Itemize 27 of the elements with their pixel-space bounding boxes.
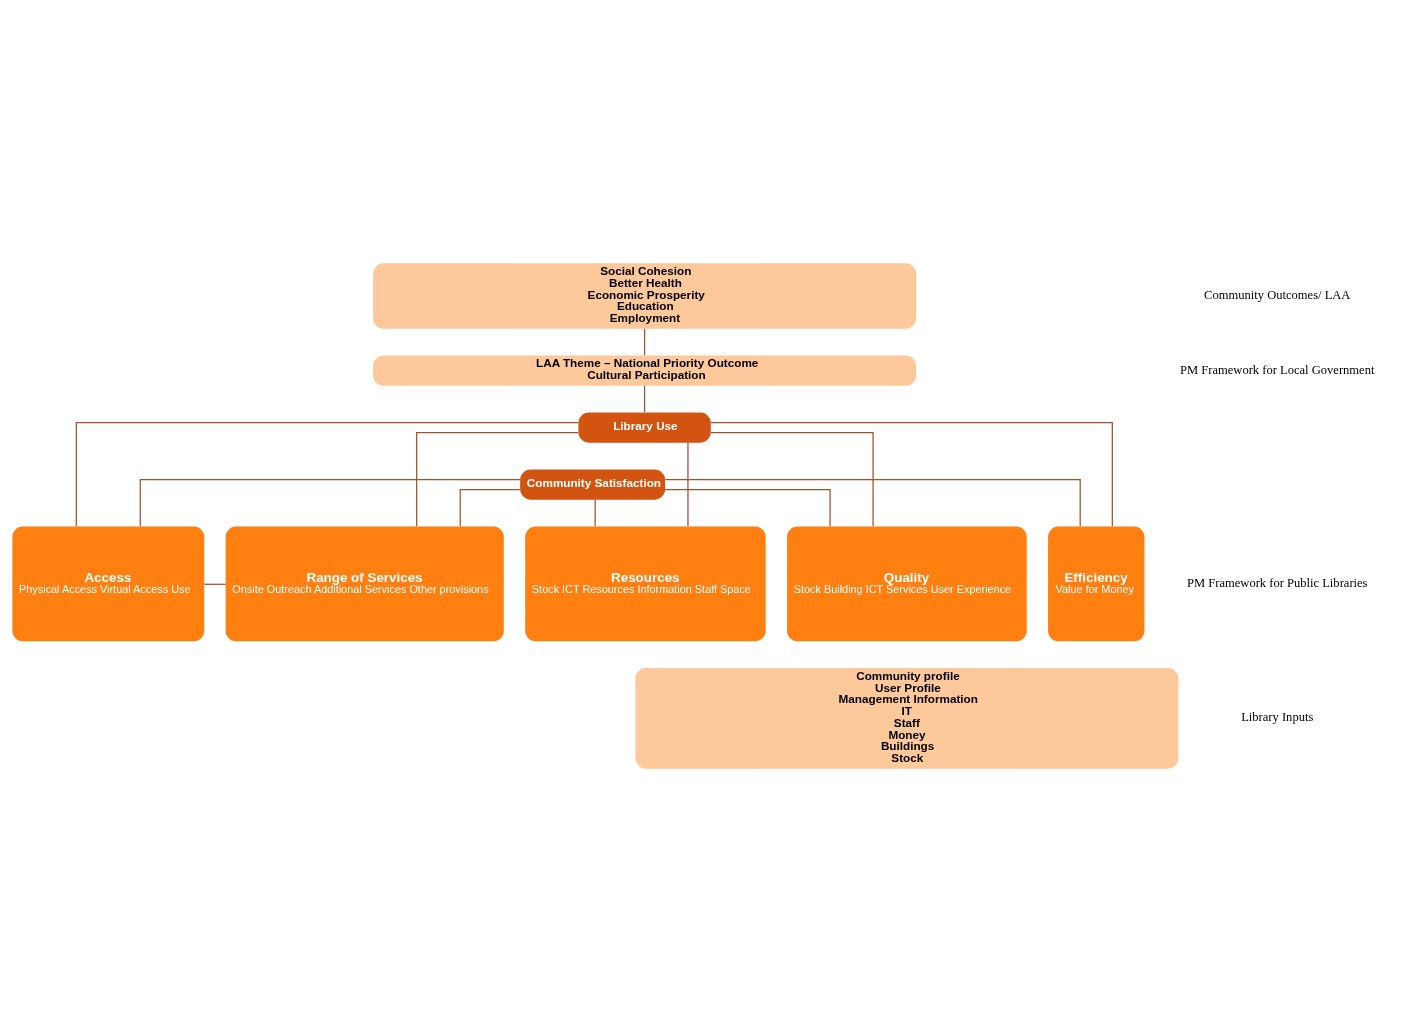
connector — [139, 478, 521, 527]
node-box: Range of Services Onsite Outreach Additional Services Other provisions — [225, 526, 504, 642]
node-box: Community Satisfaction — [520, 469, 666, 500]
node-box: LAA Theme – National Priority Outcome Cultural Participation — [373, 355, 917, 386]
connector — [643, 385, 646, 413]
node-box: Library Use — [578, 412, 711, 443]
connector — [664, 488, 831, 527]
connector — [664, 478, 1081, 527]
label: PM Framework for Public Libraries — [1186, 575, 1368, 590]
node-box: Quality Stock Building ICT Services User Experience — [787, 526, 1027, 642]
label: PM Framework for Local Government — [1180, 362, 1375, 377]
connector — [416, 432, 579, 527]
connector — [75, 421, 579, 527]
node-box: Access Physical Access Virtual Access Use — [12, 526, 205, 642]
node-box: Resources Stock ICT Resources Information Staff Space — [525, 526, 766, 642]
connector — [203, 583, 227, 585]
connector — [459, 488, 521, 527]
connector — [710, 432, 874, 527]
node-box: Community profile User Profile Management Information IT Staff Money Buildings Stock — [635, 668, 1179, 769]
connector — [643, 328, 646, 356]
label: Library Inputs — [1241, 710, 1314, 725]
node-box: Social Cohesion Better Health Economic Prosperity Education Employment — [373, 263, 917, 329]
connector — [687, 442, 689, 527]
label: Community Outcomes/ LAA — [1204, 287, 1351, 302]
connector — [710, 421, 1113, 527]
connector — [594, 499, 596, 527]
node-box: Efficiency Value for Money — [1048, 526, 1145, 642]
